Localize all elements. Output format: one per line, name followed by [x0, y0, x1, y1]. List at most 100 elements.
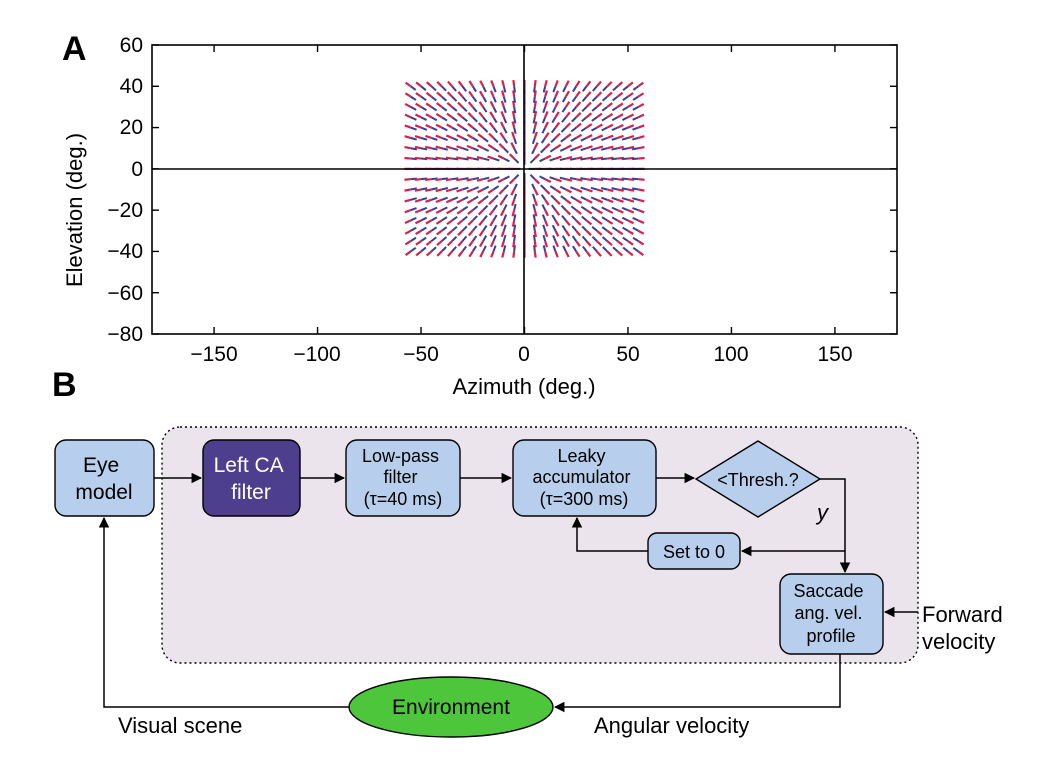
flow-arrow-tail [549, 147, 557, 153]
flow-arrow-tail [552, 245, 557, 252]
flow-arrow-tail [542, 245, 547, 252]
flow-arrow-head [500, 220, 505, 227]
flow-arrow-tail [532, 127, 536, 134]
flow-arrow-tail [482, 137, 489, 143]
flow-arrow-tail [601, 106, 608, 112]
flow-arrow-head [565, 144, 572, 150]
flow-arrow-head [435, 145, 442, 150]
flow-arrow-head [414, 198, 422, 203]
flow-arrow-tail [420, 147, 428, 151]
flow-arrow-tail [410, 216, 417, 222]
flow-arrow-tail [472, 195, 479, 201]
x-tick-label: 100 [713, 343, 748, 366]
flow-arrow-head [477, 133, 484, 139]
flow-arrow-head [565, 209, 572, 216]
flow-arrow-tail [591, 206, 598, 212]
saccade-profile-box [779, 573, 884, 655]
flow-arrow-head [627, 135, 635, 139]
flow-arrow-head [638, 135, 645, 139]
flow-arrow-tail [410, 197, 417, 201]
flow-arrow-head [533, 110, 538, 118]
y-tick-label: 0 [131, 158, 143, 181]
flow-arrow-head [637, 209, 645, 214]
flow-arrow-head [555, 178, 562, 183]
flow-arrow-head [617, 145, 624, 150]
flow-arrow-head [435, 113, 443, 119]
flow-arrow-head [606, 198, 614, 204]
flow-arrow-tail [482, 147, 490, 152]
flow-arrow-head [544, 79, 548, 87]
flow-arrow-head [479, 240, 485, 248]
flow-arrow-head [466, 178, 473, 182]
flow-arrow-head [489, 219, 495, 227]
flow-arrow-head [586, 178, 593, 182]
flow-arrow-head [404, 229, 412, 235]
flow-arrow-head [617, 219, 624, 225]
flow-arrow-tail [612, 95, 619, 102]
flow-arrow-head [616, 240, 624, 246]
flow-arrow-tail [513, 245, 516, 252]
flow-arrow-head [554, 111, 560, 118]
flow-arrow-head [627, 240, 634, 246]
flow-arrow-head [456, 219, 464, 226]
block-diagram: Eye model Left CA filter Low-pass filter… [54, 426, 1003, 738]
flow-arrow-head [512, 240, 516, 248]
flow-arrow-tail [572, 85, 578, 93]
flow-arrow-tail [471, 235, 478, 242]
flow-arrow-head [565, 155, 573, 160]
flow-arrow-head [533, 142, 539, 149]
flow-arrow-head [596, 123, 603, 129]
flow-arrow-head [638, 198, 645, 203]
flow-arrow-head [478, 101, 485, 108]
flow-arrow-tail [632, 197, 639, 201]
x-tick-label: 50 [616, 343, 639, 366]
flow-arrow-head [508, 153, 515, 160]
flow-arrow-tail [430, 106, 438, 112]
flow-arrow-head [565, 219, 571, 227]
flow-arrow-tail [461, 205, 469, 211]
flow-arrow-tail [482, 225, 488, 232]
flow-arrow-tail [611, 106, 619, 112]
flow-arrow-tail [461, 126, 469, 132]
flow-arrow-head [468, 240, 474, 247]
flow-arrow-tail [513, 106, 517, 114]
flow-arrow-tail [539, 157, 546, 163]
flow-arrow-tail [552, 96, 557, 103]
flow-arrow-head [404, 209, 412, 214]
flow-arrow-tail [461, 235, 468, 242]
flow-arrow-head [616, 81, 624, 88]
flow-arrow-head [627, 250, 634, 257]
threshold-decision [694, 440, 822, 518]
flow-arrow-head [499, 199, 505, 206]
flow-arrow-tail [451, 136, 459, 142]
flow-arrow-tail [420, 246, 427, 253]
flow-arrow-tail [542, 96, 547, 103]
flow-arrow-head [617, 178, 624, 181]
flow-arrow-tail [430, 206, 438, 212]
flow-arrow-head [404, 178, 411, 181]
flow-arrow-head [404, 81, 412, 88]
flow-arrow-tail [549, 176, 556, 181]
flow-arrow-head [511, 110, 516, 118]
flow-arrow-head [435, 134, 443, 139]
flow-arrow-tail [532, 96, 536, 103]
arrow-saccade-to-environment [553, 654, 841, 713]
flow-arrow-tail [430, 246, 437, 253]
flow-arrow-head [575, 198, 583, 204]
flow-arrow-head [627, 209, 635, 214]
flow-arrow-tail [541, 214, 547, 221]
flow-arrow-head [585, 209, 593, 215]
y-tick-label: −40 [107, 240, 143, 263]
flow-arrow-head [575, 101, 582, 108]
flow-arrow-tail [622, 95, 629, 102]
flow-arrow-head [607, 188, 614, 193]
flow-arrow-head [478, 230, 485, 237]
flow-arrow-head [596, 134, 604, 139]
flow-arrow-head [554, 199, 561, 206]
flow-arrow-tail [541, 116, 547, 124]
flow-arrow-head [435, 198, 443, 204]
flow-arrow-tail [621, 177, 629, 181]
flow-arrow-head [637, 240, 645, 246]
flow-arrow-tail [441, 206, 448, 212]
flow-arrow-head [404, 240, 412, 246]
